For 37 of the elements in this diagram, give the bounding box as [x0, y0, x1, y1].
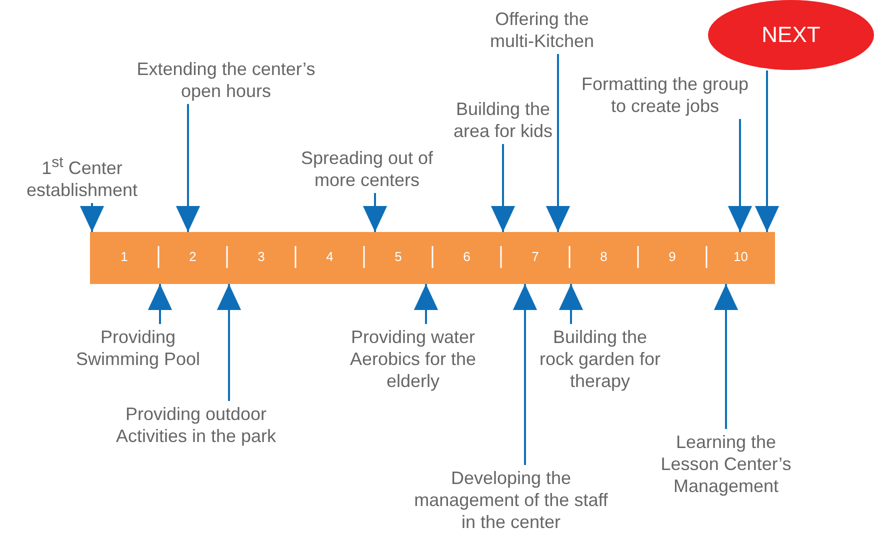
- timeline-number: 7: [530, 249, 540, 264]
- arrow: [754, 70, 780, 232]
- event-label: Offering the multi-Kitchen: [477, 8, 607, 52]
- event-label: Providing Swimming Pool: [63, 326, 213, 370]
- arrow: [490, 144, 516, 232]
- arrow: [414, 284, 438, 324]
- event-label: Learning the Lesson Center’s Management: [646, 431, 806, 497]
- timeline-bar: [90, 232, 775, 284]
- timeline-number: 5: [394, 249, 403, 264]
- event-label: Developing the management of the staff in the center: [411, 467, 611, 533]
- timeline-number: 3: [256, 249, 266, 264]
- event-label: 1$^{st}$ Center establishment: [17, 152, 147, 201]
- arrow: [728, 119, 752, 232]
- timeline-number: 10: [732, 249, 749, 264]
- arrow: [362, 193, 388, 232]
- arrow: [148, 284, 172, 324]
- timeline-number: 9: [668, 249, 677, 264]
- event-label: Building the rock garden for therapy: [535, 326, 665, 392]
- arrow: [558, 284, 584, 324]
- event-label: Providing outdoor Activities in the park: [106, 403, 286, 447]
- arrow: [176, 104, 200, 232]
- timeline-number: 6: [462, 249, 472, 264]
- next-ellipse: NEXT: [708, 0, 874, 70]
- arrow: [216, 284, 242, 401]
- arrow: [512, 284, 538, 465]
- timeline-number: 2: [188, 249, 198, 264]
- event-label: Extending the center’s open hours: [136, 58, 316, 102]
- arrow: [714, 284, 738, 429]
- event-label: Spreading out of more centers: [282, 147, 452, 191]
- timeline-number: 8: [599, 249, 608, 264]
- timeline-number: 4: [325, 249, 334, 264]
- event-label: Formatting the group to create jobs: [580, 73, 750, 117]
- event-label: Providing water Aerobics for the elderly: [333, 326, 493, 392]
- event-label: Building the area for kids: [438, 98, 568, 142]
- arrow: [80, 203, 104, 232]
- arrow: [546, 54, 570, 232]
- timeline-number: 1: [120, 249, 129, 264]
